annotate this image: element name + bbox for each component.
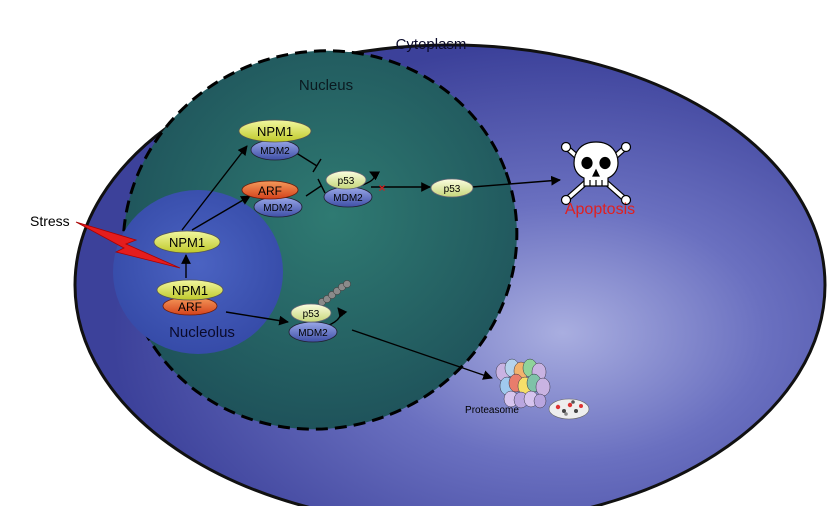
inhibition-bar-arf-mdm2 (317, 178, 326, 194)
mdm2-label: MDM2 (333, 193, 363, 204)
nucleolus-label: Nucleolus (169, 324, 235, 341)
stress-label: Stress (30, 213, 70, 229)
mdm2-label: MDM2 (260, 146, 290, 157)
ubiquitinated-p53-mdm2: MDM2 p53 (288, 280, 351, 343)
inhibition-bar-npm1-mdm2 (312, 158, 322, 173)
npm1-mdm2-complex: MDM2 NPM1 (238, 119, 312, 161)
lightning-bolt-icon (75, 221, 181, 269)
degraded-fragments-icon (548, 398, 590, 420)
arf-label: ARF (258, 184, 282, 198)
proteasome-icon (495, 358, 551, 409)
p53-mdm2-complex-nucleus: MDM2 p53 (323, 170, 373, 208)
nucleus-label: Nucleus (299, 77, 353, 94)
p53-label: p53 (303, 309, 320, 320)
npm1-label: NPM1 (172, 283, 208, 298)
mdm2-label: MDM2 (263, 203, 293, 214)
inhibition-arf-mdm2 (305, 185, 322, 197)
p53-label: p53 (338, 176, 355, 187)
blocked-mark: × (378, 181, 385, 195)
nucleolus-region (113, 190, 283, 354)
p53-label: p53 (444, 184, 461, 195)
npm1-arf-complex-nucleolus: ARF NPM1 (156, 279, 224, 316)
arf-label: ARF (178, 300, 202, 314)
mdm2-label: MDM2 (298, 328, 328, 339)
npm1-label: NPM1 (169, 235, 205, 250)
arrow-npm1-to-npm1-mdm2 (181, 145, 248, 231)
arrow-to-proteasome (351, 329, 493, 380)
npm1-label: NPM1 (257, 124, 293, 139)
skull-crossbones-icon (560, 141, 632, 206)
arrow-nucleolus-to-p53-mdm2-degradation (225, 311, 289, 326)
arf-mdm2-complex: MDM2 ARF (241, 180, 303, 218)
proteasome-label: Proteasome (465, 405, 519, 416)
apoptosis-label: Apoptosis (565, 201, 635, 218)
ubiquitin-chain (318, 280, 351, 306)
arrow-npm1-to-arf-mdm2 (191, 195, 251, 231)
npm1-nucleoplasm: NPM1 (153, 230, 221, 254)
free-p53: p53 (430, 178, 474, 198)
cytoplasm-label: Cytoplasm (396, 36, 467, 53)
arrow-p53-to-apoptosis (471, 175, 561, 188)
